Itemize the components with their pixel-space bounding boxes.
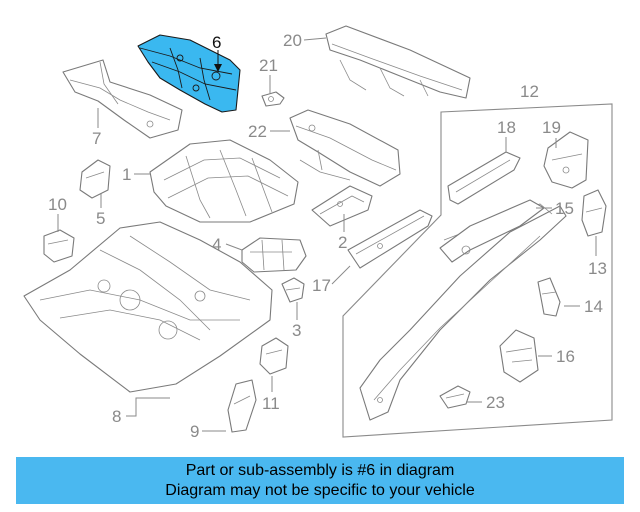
callout-9[interactable]: 9 [190,422,226,441]
svg-text:11: 11 [262,394,280,413]
part-8[interactable] [23,221,273,393]
callout-14[interactable]: 14 [564,297,603,316]
part-1[interactable] [149,139,299,223]
part-20[interactable] [325,25,471,99]
svg-text:16: 16 [556,347,575,366]
callout-10[interactable]: 10 [48,195,67,232]
part-15[interactable] [359,199,567,421]
svg-text:23: 23 [486,393,505,412]
callout-6[interactable]: 6 [212,33,222,72]
callout-3[interactable]: 3 [292,302,301,340]
svg-text:9: 9 [190,422,199,441]
part-23[interactable] [439,385,471,409]
svg-text:2: 2 [338,233,347,252]
callout-1[interactable]: 1 [122,165,150,184]
callout-22[interactable]: 22 [248,122,290,141]
callout-7[interactable]: 7 [92,108,101,148]
svg-text:21: 21 [259,56,278,75]
svg-text:4: 4 [212,235,221,254]
callout-12[interactable]: 12 [520,82,539,101]
part-17[interactable] [347,209,433,269]
callout-20[interactable]: 20 [283,31,327,50]
part-16[interactable] [499,329,539,383]
svg-text:12: 12 [520,82,539,101]
callout-11[interactable]: 11 [262,376,280,413]
part-7[interactable] [62,59,183,139]
svg-text:13: 13 [588,259,607,278]
part-9[interactable] [227,379,257,433]
svg-text:17: 17 [312,276,331,295]
svg-text:3: 3 [292,321,301,340]
callout-17[interactable]: 17 [312,265,351,295]
part-6-highlighted[interactable] [137,34,241,113]
callout-15[interactable]: 15 [536,199,574,218]
part-22[interactable] [289,109,401,187]
callout-23[interactable]: 23 [466,393,505,412]
part-14[interactable] [537,277,561,317]
callout-4[interactable]: 4 [212,235,243,254]
svg-text:19: 19 [542,118,561,137]
callout-18[interactable]: 18 [497,118,516,152]
part-2[interactable] [311,185,373,227]
callout-19[interactable]: 19 [542,118,561,148]
svg-text:7: 7 [92,129,101,148]
callout-5[interactable]: 5 [96,194,105,228]
svg-text:6: 6 [212,33,221,52]
callout-8[interactable]: 8 [112,397,170,426]
svg-text:20: 20 [283,31,302,50]
part-4[interactable] [241,237,307,273]
callout-21[interactable]: 21 [259,56,278,94]
callout-16[interactable]: 16 [538,347,575,366]
svg-text:14: 14 [584,297,603,316]
callout-13[interactable]: 13 [588,236,607,278]
part-13[interactable] [581,189,607,237]
part-11[interactable] [259,337,289,375]
svg-text:5: 5 [96,209,105,228]
part-18[interactable] [447,151,521,205]
part-21[interactable] [261,91,285,107]
part-5[interactable] [79,159,111,199]
callout-2[interactable]: 2 [338,214,347,252]
subassembly-frame [342,103,613,438]
part-10[interactable] [43,229,75,263]
info-banner: Part or sub-assembly is #6 in diagram Di… [16,457,624,504]
svg-text:8: 8 [112,407,121,426]
svg-text:15: 15 [555,199,574,218]
part-3[interactable] [281,277,305,303]
svg-text:22: 22 [248,122,267,141]
part-19[interactable] [543,131,589,189]
banner-line-2: Diagram may not be specific to your vehi… [165,481,475,499]
svg-text:10: 10 [48,195,67,214]
svg-text:1: 1 [122,165,131,184]
parts-diagram: 6 20 21 7 22 12 18 19 1 10 5 15 [23,25,613,441]
banner-line-1: Part or sub-assembly is #6 in diagram [185,461,455,479]
svg-text:18: 18 [497,118,516,137]
